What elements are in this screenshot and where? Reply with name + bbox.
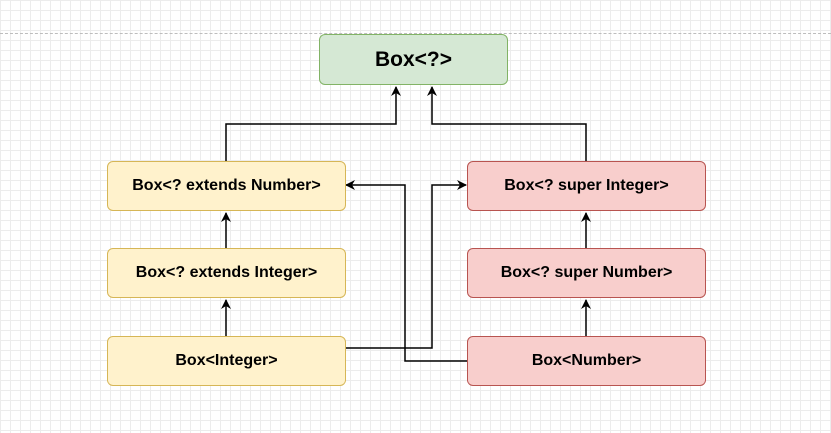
node-box-super-integer-label: Box<? super Integer> <box>504 177 669 194</box>
node-box-extends-number[interactable]: Box<? extends Number> <box>107 161 346 211</box>
node-box-super-number-label: Box<? super Number> <box>500 264 673 281</box>
node-box-extends-number-label: Box<? extends Number> <box>132 177 321 194</box>
node-box-wildcard[interactable]: Box<?> <box>319 34 508 85</box>
edge-number-to-extends-number[interactable] <box>345 180 467 362</box>
node-box-wildcard-label: Box<?> <box>374 47 453 71</box>
node-box-number-label: Box<Number> <box>531 352 642 369</box>
edge-super-integer-to-wildcard[interactable] <box>427 86 587 161</box>
node-box-extends-integer-label: Box<? extends Integer> <box>135 264 318 281</box>
node-box-integer[interactable]: Box<Integer> <box>107 336 346 386</box>
edge-integer-to-super-integer[interactable] <box>345 180 467 349</box>
node-box-extends-integer[interactable]: Box<? extends Integer> <box>107 248 346 298</box>
edge-extends-number-to-wildcard[interactable] <box>225 86 401 161</box>
node-box-integer-label: Box<Integer> <box>175 352 278 369</box>
node-box-super-integer[interactable]: Box<? super Integer> <box>467 161 706 211</box>
page-break-line <box>0 33 831 34</box>
node-box-number[interactable]: Box<Number> <box>467 336 706 386</box>
node-box-super-number[interactable]: Box<? super Number> <box>467 248 706 298</box>
